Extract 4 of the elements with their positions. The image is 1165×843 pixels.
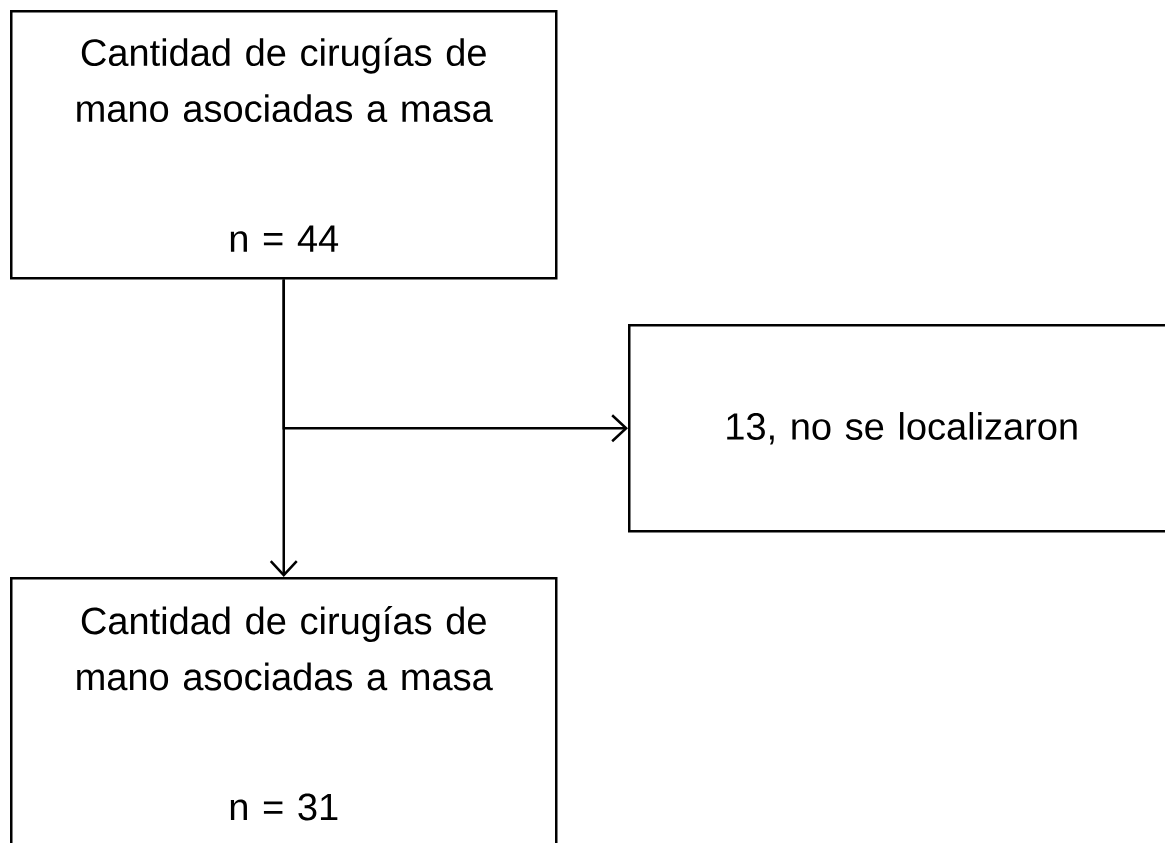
process-box: 13, no se localizaron — [628, 324, 1165, 533]
arrow — [269, 279, 298, 577]
process-box: Cantidad de cirugías de mano asociadas a masa n = 44 — [10, 10, 558, 280]
process-box: Cantidad de cirugías de mano asociadas a masa n = 31 — [10, 577, 558, 843]
